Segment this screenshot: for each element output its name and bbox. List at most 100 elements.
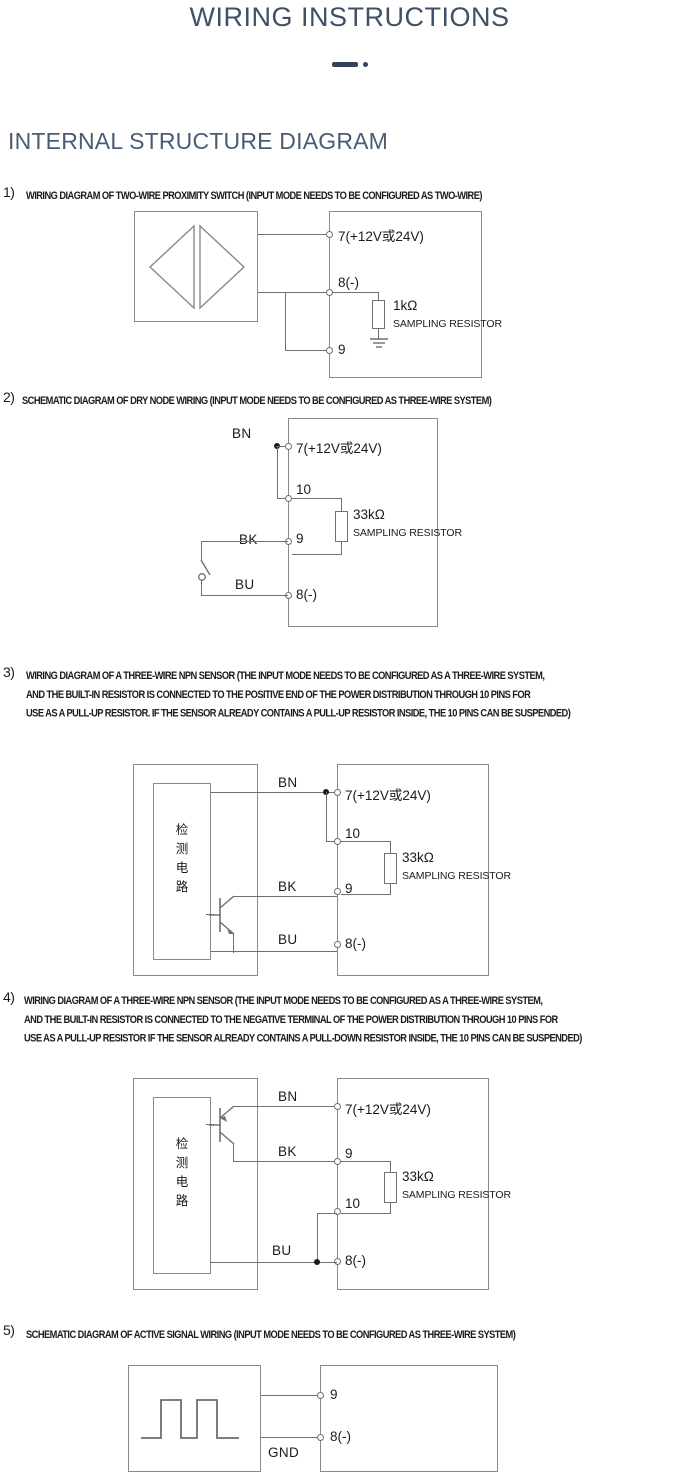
wire-base-to-box-4 xyxy=(206,1124,214,1126)
wire-pin10-to-resistor-2 xyxy=(292,498,342,500)
divider-bar xyxy=(331,61,358,67)
resistor-caption-2: SAMPLING RESISTOR xyxy=(353,527,462,539)
pin-label-9-5: 9 xyxy=(330,1387,338,1402)
sampling-resistor-1 xyxy=(372,300,385,329)
pin-label-7-4: 7(+12V或24V) xyxy=(345,1102,431,1117)
wire-bn-down-3 xyxy=(326,792,328,842)
detection-circuit-label-3: 检测电路 xyxy=(175,822,189,894)
terminal-pin-9-3 xyxy=(334,888,341,895)
wire-pin9-to-resistor-4 xyxy=(341,1161,391,1163)
resistor-caption-1: SAMPLING RESISTOR xyxy=(393,318,502,330)
terminal-pin-7-2 xyxy=(285,443,292,450)
wire-branch-to-pin9 xyxy=(285,350,329,352)
wire-to-pin10-3 xyxy=(326,841,337,843)
wire-bn-down-2 xyxy=(277,446,279,499)
detection-circuit-box-3 xyxy=(153,783,211,960)
pin-label-7-2: 7(+12V或24V) xyxy=(296,441,382,456)
detection-circuit-label-4: 检测电路 xyxy=(175,1136,189,1208)
resistor-caption-4: SAMPLING RESISTOR xyxy=(402,1189,511,1201)
pin-label-9: 9 xyxy=(338,342,346,357)
wire-bu-up-2 xyxy=(201,580,203,596)
wire-resistor-bottom-4 xyxy=(390,1202,392,1214)
wire-resistor-to-pin9-3 xyxy=(341,894,391,896)
pin-label-10-2: 10 xyxy=(296,482,312,497)
title-divider xyxy=(0,58,699,70)
resistor-value-4: 33kΩ xyxy=(402,1169,434,1184)
wire-label-bu-2: BU xyxy=(235,577,255,592)
wire-bn-4 xyxy=(233,1106,337,1108)
wire-transistor-emitter-down-3 xyxy=(233,934,235,953)
section-title: INTERNAL STRUCTURE DIAGRAM xyxy=(8,128,389,154)
sampling-resistor-2 xyxy=(335,511,348,542)
wire-bk-3 xyxy=(233,896,337,898)
pin-label-10-3: 10 xyxy=(345,826,361,841)
terminal-pin-8-5 xyxy=(317,1434,324,1441)
caption-text-1: WIRING DIAGRAM OF TWO-WIRE PROXIMITY SWI… xyxy=(26,189,482,202)
terminal-pin-9-5 xyxy=(317,1392,324,1399)
wire-bu-4 xyxy=(211,1262,337,1264)
pin-label-9-2: 9 xyxy=(296,531,304,546)
caption-number-2: 2) xyxy=(3,389,15,405)
wire-bk-down-2 xyxy=(201,541,203,561)
pin-label-9-4: 9 xyxy=(345,1146,353,1161)
wire-resistor-right-bottom-2 xyxy=(341,541,343,555)
terminal-pin-8-4 xyxy=(334,1258,341,1265)
caption-text-4: WIRING DIAGRAM OF A THREE-WIRE NPN SENSO… xyxy=(24,994,582,1045)
pin-label-8-4: 8(-) xyxy=(345,1253,366,1268)
wire-switch-to-pin8 xyxy=(258,292,329,294)
pin-label-8-3: 8(-) xyxy=(345,936,366,951)
pin-label-10-4: 10 xyxy=(345,1196,361,1211)
wire-bu-3 xyxy=(211,951,337,953)
pin-label-8-5: 8(-) xyxy=(330,1429,351,1444)
pin-label-7-3: 7(+12V或24V) xyxy=(345,788,431,803)
controller-box-4 xyxy=(337,1078,489,1290)
pin-label-8: 8(-) xyxy=(338,275,359,290)
square-wave-icon xyxy=(141,1399,239,1439)
wire-base-to-box-3 xyxy=(206,914,214,916)
terminal-pin-8-3 xyxy=(334,941,341,948)
wire-transistor-emitter-down-4 xyxy=(233,1144,235,1162)
terminal-pin-8 xyxy=(326,289,333,296)
wire-resistor-bottom-3 xyxy=(390,883,392,895)
caption-number-3: 3) xyxy=(3,664,15,680)
wire-label-gnd-5: GND xyxy=(268,1445,300,1460)
resistor-value-1: 1kΩ xyxy=(393,298,418,313)
pin-label-7: 7(+12V或24V) xyxy=(338,229,424,244)
proximity-switch-body xyxy=(134,211,258,322)
terminal-pin-10-2 xyxy=(285,495,292,502)
junction-dot-bu-4 xyxy=(314,1259,320,1265)
proximity-switch-triangles-icon xyxy=(148,224,246,310)
wire-branch-vertical-1 xyxy=(285,292,287,351)
sampling-resistor-4 xyxy=(384,1172,397,1203)
wire-bu-to-pin8-2 xyxy=(201,595,288,597)
wire-resistor-right-top-2 xyxy=(341,498,343,512)
controller-box-5 xyxy=(320,1365,498,1472)
terminal-pin-7-4 xyxy=(334,1103,341,1110)
wire-resistor-to-pin10-4 xyxy=(341,1213,391,1215)
npn-transistor-icon xyxy=(209,895,235,935)
pin-label-9-3: 9 xyxy=(345,881,353,896)
terminal-pin-7 xyxy=(326,231,333,238)
npn-transistor-icon-4 xyxy=(209,1105,235,1145)
caption-text-3: WIRING DIAGRAM OF A THREE-WIRE NPN SENSO… xyxy=(26,669,571,720)
wire-label-bn-2: BN xyxy=(232,426,252,441)
sampling-resistor-3 xyxy=(384,853,397,884)
page-title: WIRING INSTRUCTIONS xyxy=(189,2,510,32)
wire-resistor-top-4 xyxy=(390,1161,392,1173)
wire-label-bn-3: BN xyxy=(278,775,298,790)
sensor-outer-box-4 xyxy=(133,1078,258,1290)
wire-label-bn-4: BN xyxy=(278,1089,298,1104)
caption-text-2: SCHEMATIC DIAGRAM OF DRY NODE WIRING (IN… xyxy=(22,394,492,407)
ground-icon xyxy=(370,338,388,348)
wire-to-pin10-2 xyxy=(277,498,288,500)
sensor-outer-box-3 xyxy=(133,764,258,976)
wire-bn-3 xyxy=(211,792,337,794)
wire-pin10-to-resistor-3 xyxy=(341,841,391,843)
caption-number-5: 5) xyxy=(3,1322,15,1338)
caption-number-1: 1) xyxy=(3,184,15,200)
terminal-pin-10-3 xyxy=(334,838,341,845)
resistor-value-3: 33kΩ xyxy=(402,850,434,865)
wire-signal-to-pin9-5 xyxy=(261,1395,320,1397)
wire-label-bk-2: BK xyxy=(239,532,258,547)
wire-label-bk-4: BK xyxy=(278,1144,297,1159)
